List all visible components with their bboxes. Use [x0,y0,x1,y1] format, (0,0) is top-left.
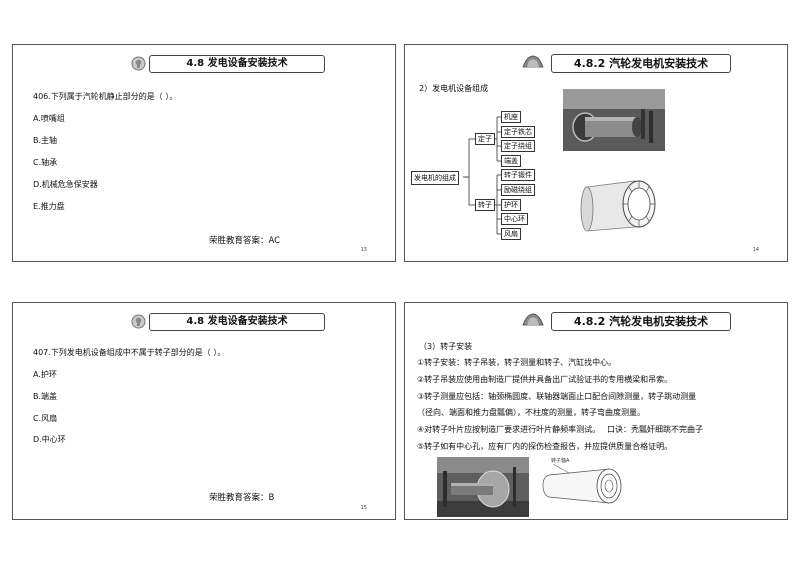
slide-15: 4.8 发电设备安装技术 407.下列发电机设备组成中不属于转子部分的是（ ）。… [12,302,396,520]
section-subtitle: 2）发电机设备组成 [419,84,489,93]
slide-13: 4.8 发电设备安装技术 406.下列属于汽轮机静止部分的是（ ）。 A.喷嘴组… [12,44,396,262]
slide-14: 4.8.2 汽轮发电机安装技术 2）发电机设备组成 发电机的组成 定子 转子 [404,44,788,262]
tree-item: 端盖 [501,155,521,167]
tree-item: 护环 [501,199,521,211]
tree-item: 励磁绕组 [501,184,535,196]
option-a: A.喷嘴组 [33,114,65,123]
mnemonic-text: 口诀：秃瓢奸细跳不完曲子 [607,425,703,434]
tree-item: 风扇 [501,228,521,240]
rotor-shaft-drawing [539,455,635,513]
tree-item: 定子绕组 [501,140,535,152]
answer-text: 荣胜教育答案：B [209,493,275,503]
slide-title: 4.8.2 汽轮发电机安装技术 [551,312,731,331]
logo-icon [131,56,146,71]
page-number: 14 [752,247,759,253]
section-heading: （3）转子安装 [419,342,473,351]
option-b: B.主轴 [33,136,58,145]
option-e: E.推力盘 [33,202,65,211]
option-c: C.轴承 [33,158,58,167]
slide-title: 4.8 发电设备安装技术 [149,55,325,73]
page-number: 15 [360,505,367,511]
option-d: D.机械危急保安器 [33,180,98,189]
tree-item: 机座 [501,111,521,123]
stator-drawing [573,173,665,237]
tree-group-stator: 定子 [475,133,495,145]
turbine-logo-icon [522,313,544,326]
tree-item: 定子铁芯 [501,126,535,138]
page-number: 13 [360,247,367,253]
generator-workshop-photo [563,89,665,151]
diagram-label: 转子轴A [551,458,570,464]
slide-title: 4.8 发电设备安装技术 [149,313,325,331]
content-line: （径向、端面和推力盘瓢偏），不柱度的测量，转子弯曲度测量。 [417,408,645,417]
slide-16: 4.8.2 汽轮发电机安装技术 （3）转子安装 ①转子安装：转子吊装，转子测量和… [404,302,788,520]
rotor-hoisting-photo [437,457,529,517]
question-text: 407.下列发电机设备组成中不属于转子部分的是（ ）。 [33,348,226,357]
slide-title: 4.8.2 汽轮发电机安装技术 [551,54,731,73]
question-text: 406.下列属于汽轮机静止部分的是（ ）。 [33,92,178,101]
option-b: B.端盖 [33,392,58,401]
content-line: ①转子安装：转子吊装，转子测量和转子、汽缸找中心。 [417,358,617,367]
content-line: ③转子测量应包括：轴颈椭圆度、联轴器端面止口配合间隙测量，转子跳动测量 [417,392,697,401]
answer-text: 荣胜教育答案：AC [209,236,281,246]
turbine-logo-icon [522,55,544,68]
option-c: C.风扇 [33,414,58,423]
content-line: ④对转子叶片应按制造厂要求进行叶片静频率测试。 [417,425,601,434]
logo-icon [131,314,146,329]
tree-item: 转子锻件 [501,169,535,181]
content-line: ②转子吊装应使用由制造厂提供并具备出厂试验证书的专用横梁和吊索。 [417,375,673,384]
option-d: D.中心环 [33,435,66,444]
tree-root: 发电机的组成 [411,171,459,185]
content-line: ⑤转子如有中心孔，应有厂内的探伤检查报告，并应提供质量合格证明。 [417,442,673,451]
tree-group-rotor: 转子 [475,199,495,211]
tree-item: 中心环 [501,213,528,225]
option-a: A.护环 [33,370,57,379]
